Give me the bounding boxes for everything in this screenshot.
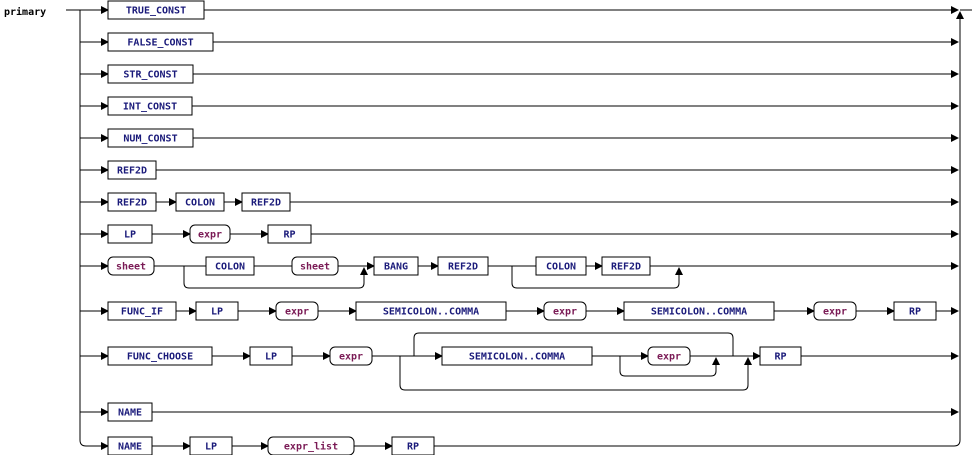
terminal-colon: COLON [215,262,245,273]
nonterminal-expr-list: expr_list [284,441,338,453]
terminal-str-const: STR_CONST [123,70,177,81]
alt-name: NAME [107,402,153,422]
terminal-num-const: NUM_CONST [123,134,177,145]
alt-function-call: NAME LP expr_list RP [107,436,435,455]
nonterminal-sheet: sheet [300,262,330,273]
terminal-lp: LP [265,352,277,363]
terminal-lp: LP [205,442,217,453]
terminal-rp: RP [407,442,419,453]
alt-func-choose: FUNC_CHOOSE LP expr SEMICOLON..COMMA exp… [107,332,802,391]
terminal-lp: LP [211,307,223,318]
nonterminal-expr: expr [657,352,681,363]
terminal-box [107,64,194,84]
terminal-semicolon-comma: SEMICOLON..COMMA [383,307,479,318]
nonterminal-sheet: sheet [116,262,146,273]
terminal-box [107,128,194,148]
nonterminal-expr: expr [823,307,847,318]
nonterminal-expr: expr [339,352,363,363]
terminal-rp: RP [283,230,295,241]
terminal-rp: RP [909,307,921,318]
alt-sheet-ref: sheet COLON sheet BANG REF2D COLON REF2D [107,256,683,289]
nonterminal-expr: expr [198,230,222,241]
terminal-box [107,96,193,116]
terminal-ref2d: REF2D [251,198,281,209]
alt-false-const: FALSE_CONST [107,32,214,52]
terminal-ref2d: REF2D [448,262,478,273]
rule-name: primary [4,6,46,18]
terminal-lp: LP [124,230,136,241]
alt-ref2d: REF2D [107,160,157,180]
terminal-int-const: INT_CONST [123,102,177,113]
terminal-name: NAME [118,442,142,453]
terminal-semicolon-comma: SEMICOLON..COMMA [469,352,565,363]
terminal-ref2d: REF2D [611,262,641,273]
terminal-ref2d: REF2D [117,166,147,177]
terminal-true-const: TRUE_CONST [126,6,186,17]
terminal-bang: BANG [384,262,408,273]
alt-str-const: STR_CONST [107,64,194,84]
terminal-box [107,160,157,180]
alt-ref2d-range: REF2D COLON REF2D [107,192,291,212]
terminal-ref2d: REF2D [117,198,147,209]
terminal-rp: RP [774,352,786,363]
nonterminal-expr: expr [285,307,309,318]
terminal-box [107,0,205,20]
terminal-colon: COLON [546,262,576,273]
terminal-box [107,32,214,52]
alt-num-const: NUM_CONST [107,128,194,148]
terminal-name: NAME [118,408,142,419]
terminal-semicolon-comma: SEMICOLON..COMMA [651,307,747,318]
terminal-colon: COLON [185,198,215,209]
terminal-false-const: FALSE_CONST [127,38,193,49]
alt-func-if: FUNC_IF LP expr SEMICOLON..COMMA expr SE… [107,301,937,321]
alt-int-const: INT_CONST [107,96,193,116]
alt-true-const: TRUE_CONST [107,0,205,20]
alt-paren-expr: LP expr RP [107,224,312,244]
nonterminal-expr: expr [553,307,577,318]
terminal-func-if: FUNC_IF [121,307,163,318]
terminal-func-choose: FUNC_CHOOSE [127,352,193,363]
branch-trunk [79,10,87,447]
